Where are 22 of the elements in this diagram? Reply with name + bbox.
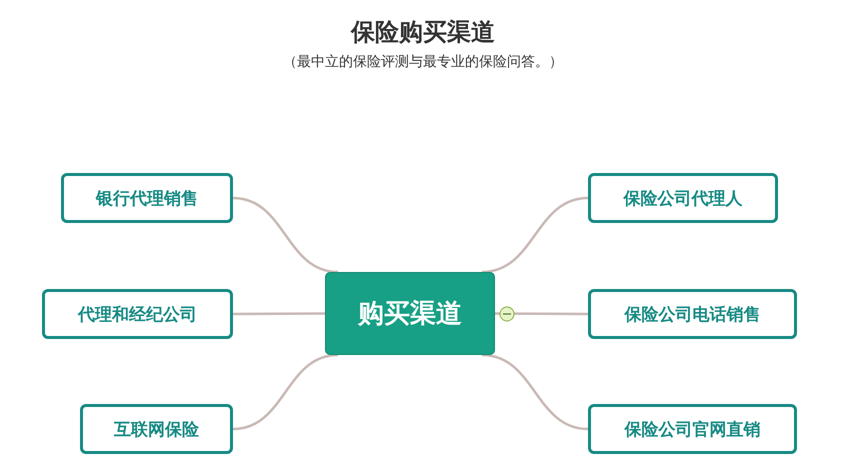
- topic-box: [588, 404, 797, 454]
- caption: （最中立的保险评测与最专业的保险问答。）: [283, 54, 563, 70]
- topic-label: 保险公司电话销售: [624, 304, 760, 326]
- topic-label: 保险公司代理人: [624, 188, 742, 210]
- connector-line: [482, 196, 588, 274]
- topic-box: [61, 173, 233, 223]
- topic-box: [588, 173, 778, 223]
- title: 保险购买渠道: [351, 18, 495, 46]
- central-topic-box: [325, 272, 495, 355]
- connector-line: [232, 354, 338, 430]
- topic-label: 保险公司官网直销: [624, 418, 760, 440]
- topic-box: [588, 289, 797, 339]
- connector-line: [233, 312, 325, 316]
- topic-label: 代理和经纪公司: [78, 304, 197, 326]
- topic-label: 购买渠道: [358, 298, 462, 331]
- topic-label: 互联网保险: [114, 418, 199, 440]
- connector-line: [232, 196, 338, 274]
- topic-box: [80, 404, 233, 454]
- connector-line: [495, 312, 588, 316]
- topic-label: 银行代理销售: [96, 188, 198, 210]
- topic-box: [42, 289, 233, 339]
- connector-line: [482, 354, 588, 430]
